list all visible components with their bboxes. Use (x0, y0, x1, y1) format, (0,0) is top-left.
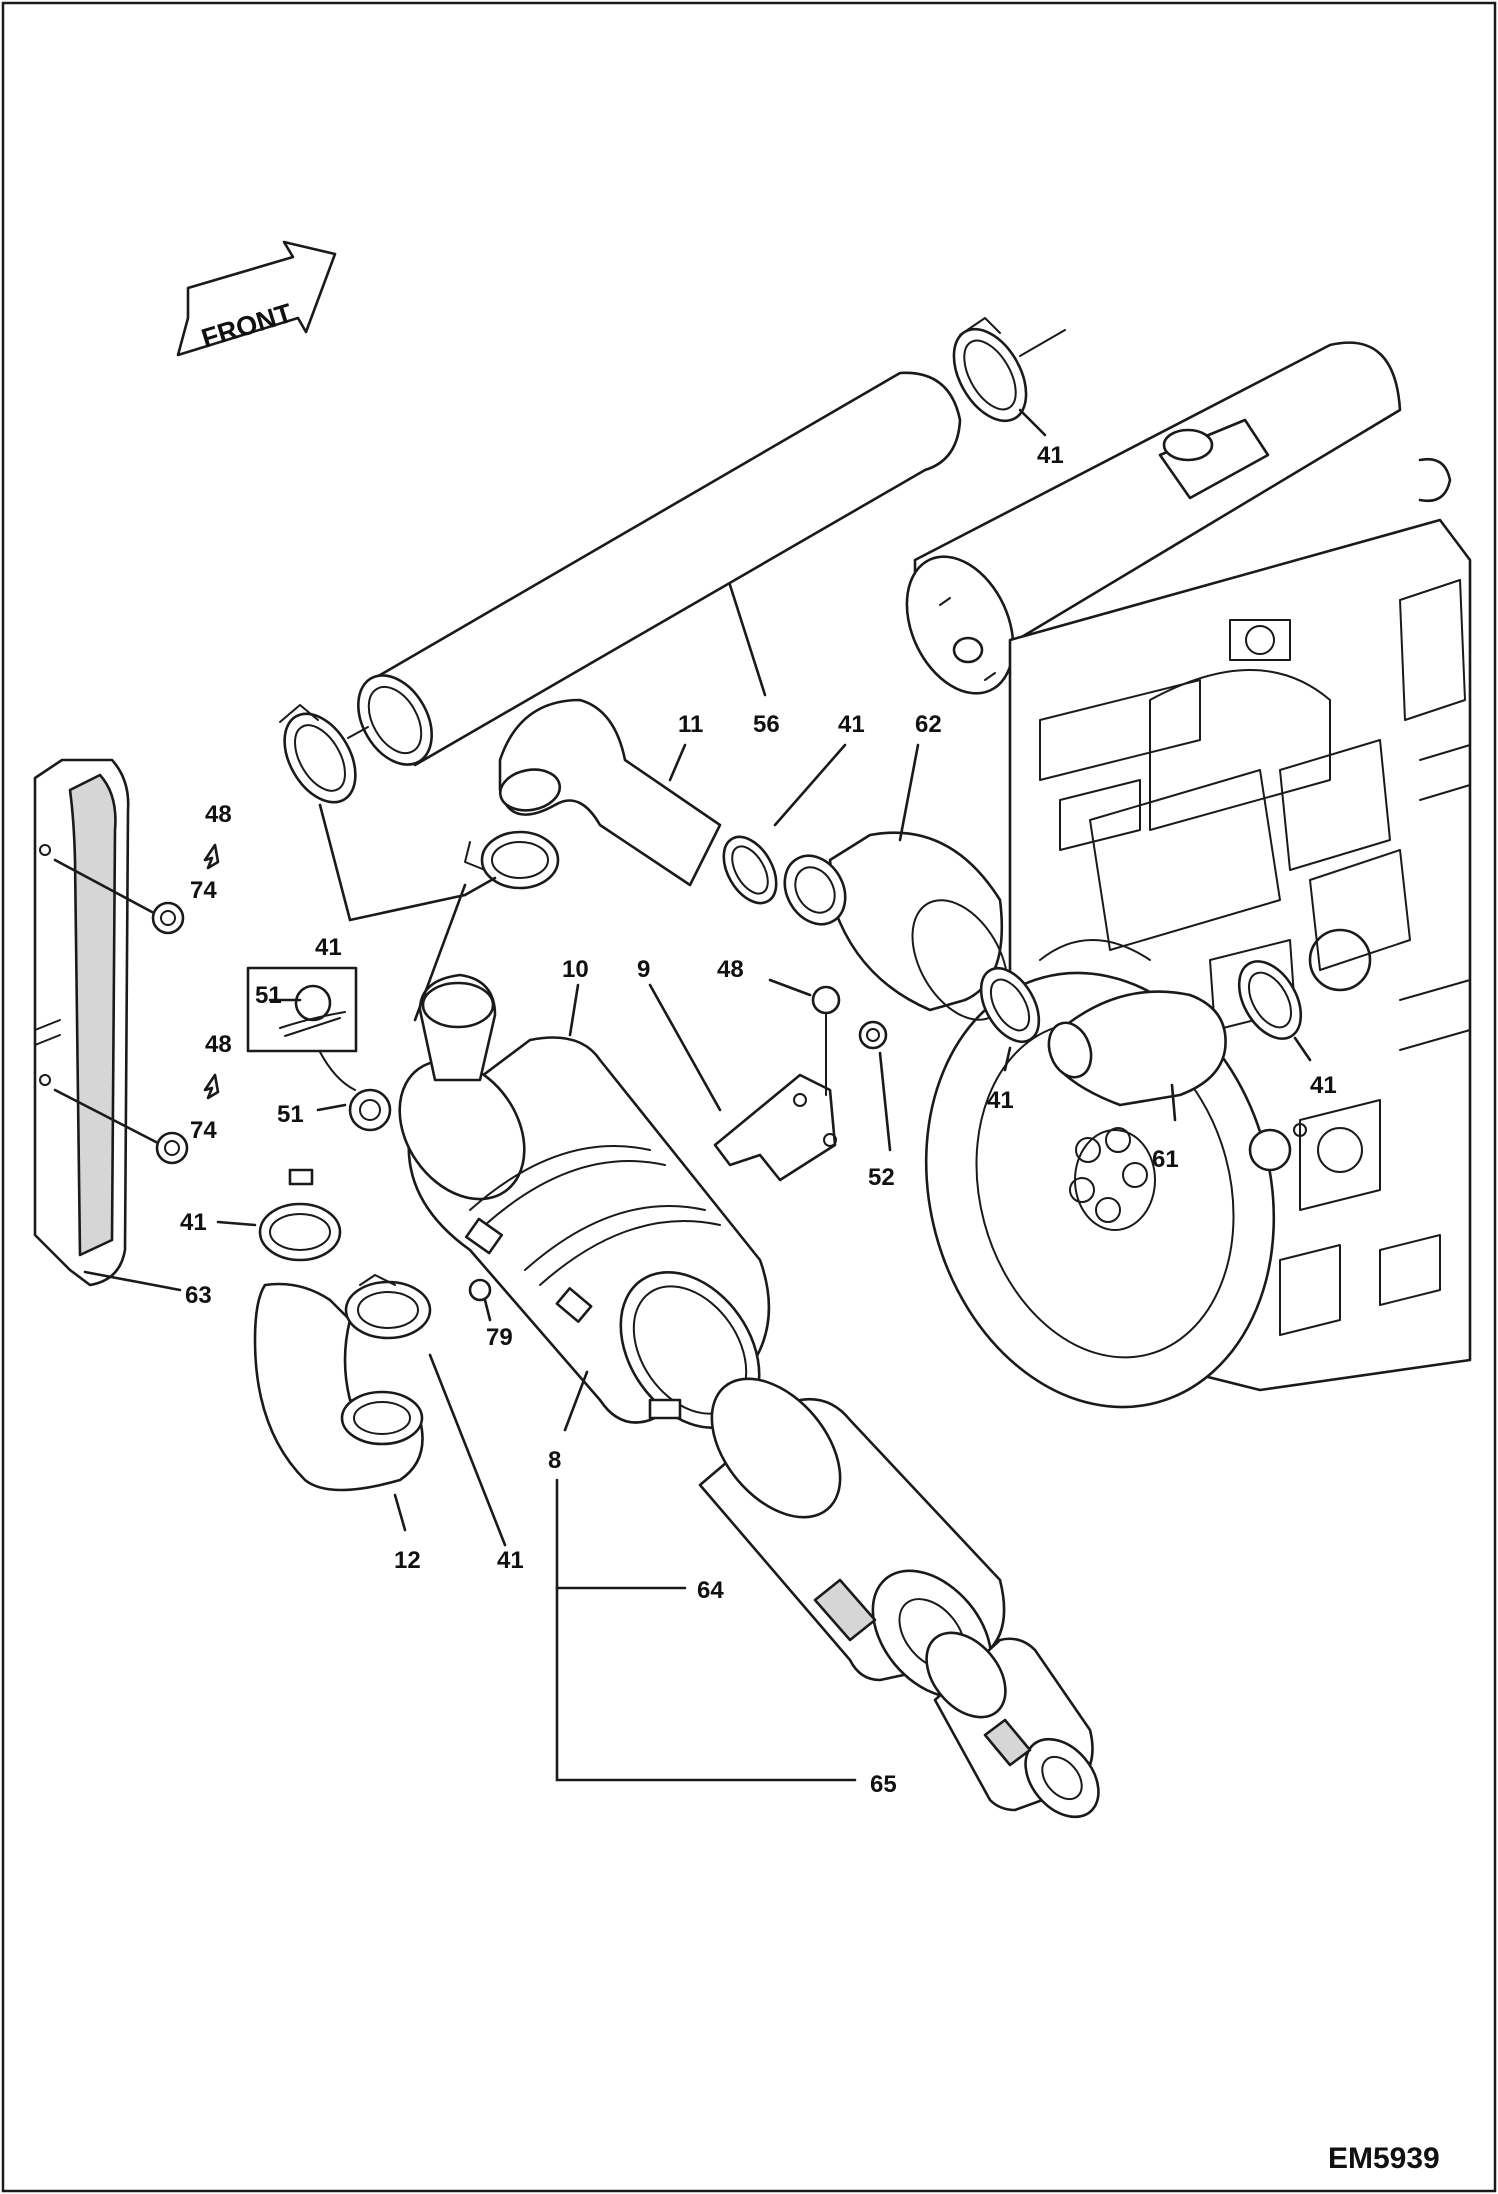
callout-63: 63 (185, 1282, 212, 1309)
elbow-hose-61 (1047, 990, 1227, 1107)
callout-51-inset: 51 (255, 982, 282, 1009)
callout-11: 11 (678, 711, 703, 738)
bolt-74-lower (53, 1088, 189, 1165)
front-arrow: FRONT (176, 240, 337, 357)
callout-8: 8 (548, 1447, 561, 1474)
intake-pipe-56 (357, 371, 962, 767)
inset-clamp-51 (246, 966, 358, 1053)
callout-65: 65 (870, 1771, 897, 1798)
screw-79 (468, 1278, 492, 1302)
nut-52 (858, 1020, 888, 1050)
hose-clamp-pipe-left (279, 704, 369, 804)
filter-element-65 (925, 1631, 1100, 1819)
hose-clamp-top (952, 317, 1066, 423)
callout-79: 79 (486, 1324, 513, 1351)
callout-10: 10 (562, 956, 589, 983)
leader-lines (83, 408, 1312, 1782)
callout-48-bolt: 48 (717, 956, 744, 983)
callout-48-upper: 48 (205, 801, 232, 828)
bolt-74-upper (53, 858, 185, 935)
hose-clamp-mid (722, 835, 778, 905)
diagram-code: EM5939 (1328, 2142, 1440, 2175)
callout-61: 61 (1152, 1146, 1179, 1173)
hose-clamp-elbow (464, 830, 560, 890)
air-cleaner-10 (398, 1036, 771, 1429)
callout-9: 9 (637, 956, 650, 983)
callout-62: 62 (915, 711, 942, 738)
arrow-48-lower (203, 1073, 220, 1100)
mounting-rail-63 (33, 758, 130, 1287)
callout-48-lower: 48 (205, 1031, 232, 1058)
callout-74-lower: 74 (190, 1117, 217, 1144)
engine-assembly (905, 341, 1472, 1409)
intake-canister-62 (783, 831, 1009, 1021)
callout-12: 12 (394, 1547, 421, 1574)
callout-41-clamp-left: 41 (180, 1209, 207, 1236)
hose-clamp-far-right (1237, 960, 1303, 1040)
hose-12 (253, 1282, 424, 1492)
callout-41-left: 41 (315, 934, 342, 961)
arrow-48-upper (203, 843, 220, 870)
callout-64: 64 (697, 1577, 724, 1604)
hose-clamp-left-upper (258, 1168, 342, 1262)
hose-clamp-left-lower (344, 1274, 432, 1340)
callout-56: 56 (753, 711, 780, 738)
air-cleaner-inlet (418, 973, 497, 1082)
hose-clamp-lower-right (979, 967, 1041, 1043)
callout-74-upper: 74 (190, 877, 217, 904)
bolt-48 (811, 985, 841, 1096)
clamp-51 (319, 1051, 392, 1132)
callout-41-far-right: 41 (1310, 1072, 1337, 1099)
mounting-bracket-9 (713, 1073, 837, 1182)
callout-41-top: 41 (1037, 442, 1064, 469)
callout-51: 51 (277, 1101, 304, 1128)
callout-41-elbow: 41 (838, 711, 865, 738)
callout-41-bottom: 41 (497, 1547, 524, 1574)
elbow-hose-11 (498, 698, 722, 887)
callout-52: 52 (868, 1164, 895, 1191)
callout-41-lower-right: 41 (987, 1087, 1014, 1114)
